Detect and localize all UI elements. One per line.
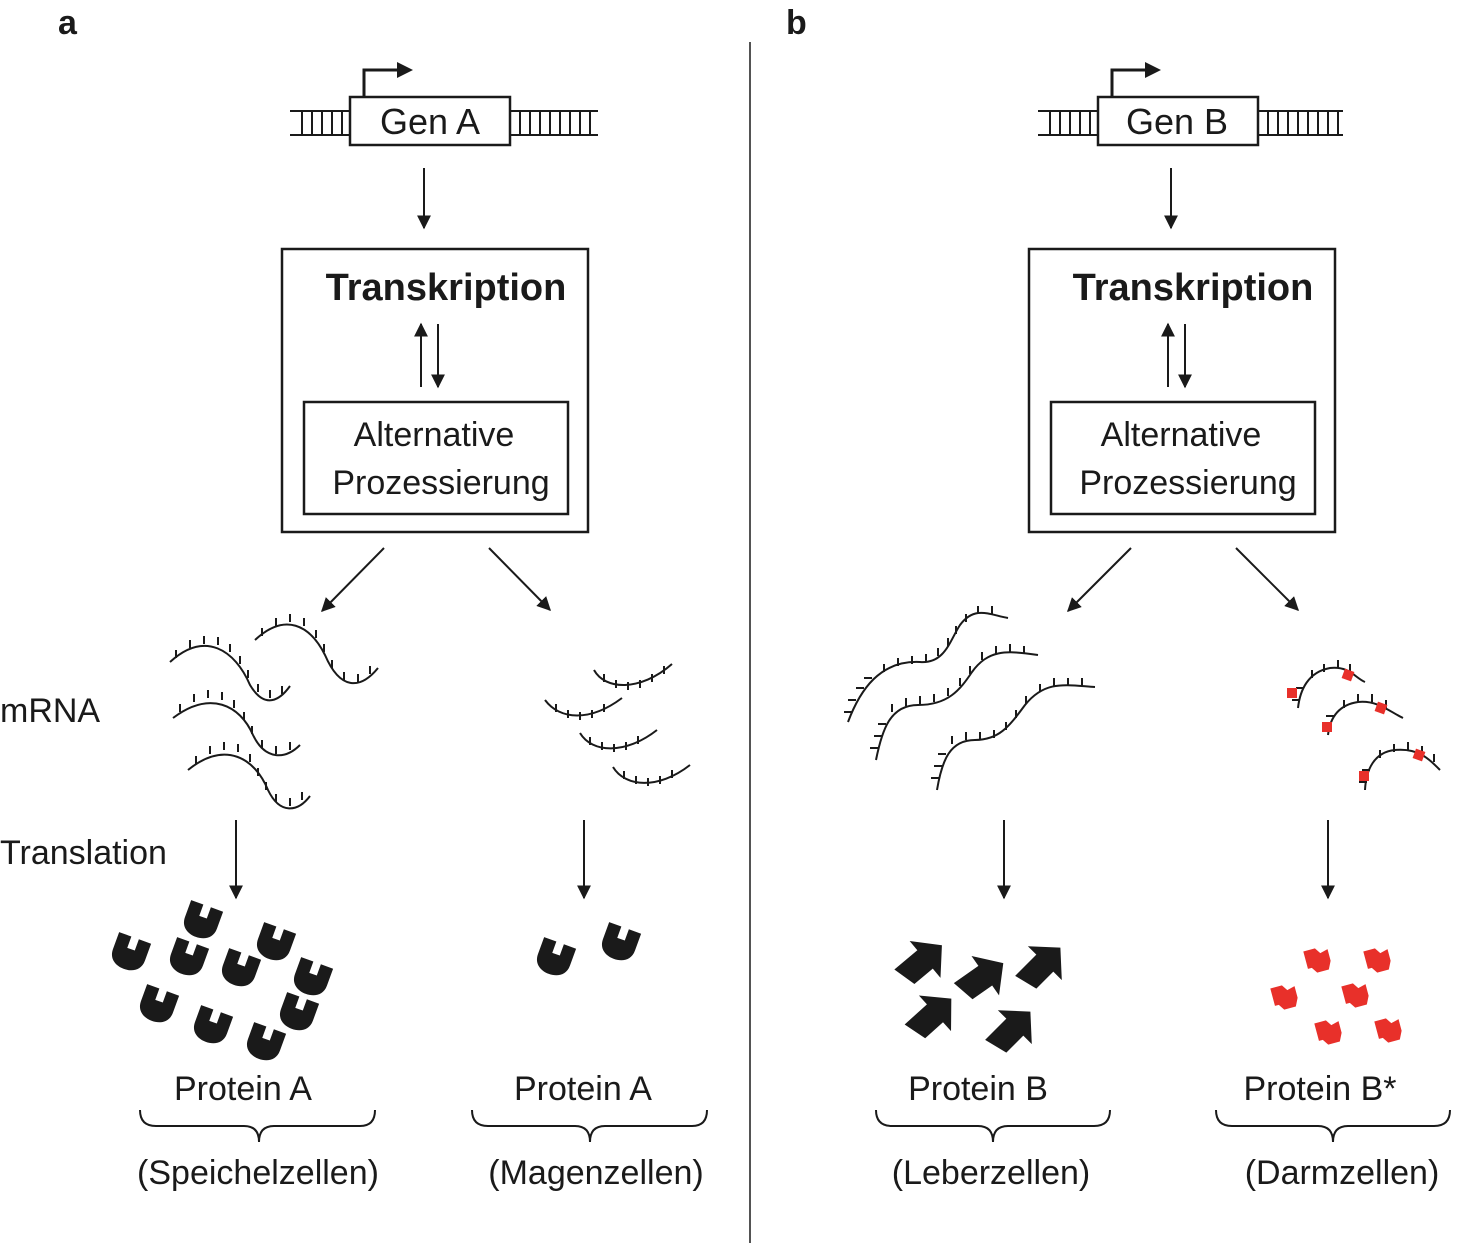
mrna-label: mRNA xyxy=(0,692,100,730)
arrow-diag-left-icon xyxy=(1067,547,1132,612)
modification-mark xyxy=(1322,722,1332,732)
modification-mark xyxy=(1359,771,1369,781)
protein-shapes-left xyxy=(112,900,334,1061)
gene-label: Gen A xyxy=(380,101,480,142)
panel-letter: b xyxy=(786,4,807,42)
mrna-group-left xyxy=(844,606,1096,791)
translation-label: Translation xyxy=(0,834,167,872)
arrow-diag-right-icon xyxy=(1235,547,1299,611)
cell-type-label-left: (Speichelzellen) xyxy=(137,1154,379,1192)
modification-mark xyxy=(1287,688,1297,698)
arrow-diag-left-icon xyxy=(321,547,385,612)
brace xyxy=(471,1109,708,1143)
promoter-arrow-icon xyxy=(362,68,398,96)
protein-label-right: Protein A xyxy=(514,1070,652,1108)
cell-type-label-left: (Leberzellen) xyxy=(892,1154,1090,1192)
processing-label-line2: Prozessierung xyxy=(332,464,549,502)
arrow-diag-right-icon xyxy=(488,547,551,611)
modification-mark xyxy=(1412,748,1426,762)
gene-label: Gen B xyxy=(1126,101,1228,142)
cell-type-label-right: (Magenzellen) xyxy=(488,1154,703,1192)
protein-shapes-right xyxy=(537,922,642,976)
brace xyxy=(1215,1109,1451,1143)
brace xyxy=(875,1109,1111,1143)
mrna-group-right xyxy=(1287,660,1441,791)
protein-label-right: Protein B* xyxy=(1243,1070,1396,1108)
processing-box xyxy=(1049,400,1317,516)
transcription-title: Transkription xyxy=(1073,267,1314,309)
panel-b: b Gen B Transkription Alternative Prozes… xyxy=(786,4,1451,1192)
protein-shapes-left xyxy=(894,941,1062,1053)
brace xyxy=(139,1109,376,1143)
processing-box xyxy=(302,400,570,516)
transcription-title: Transkription xyxy=(326,267,567,309)
gene-dna xyxy=(1038,62,1343,147)
gene-dna xyxy=(290,62,598,147)
processing-label-line1: Alternative xyxy=(1101,416,1262,454)
modification-mark xyxy=(1341,668,1355,682)
panel-a: a Gen A Transkription Alternative Prozes… xyxy=(58,4,708,1192)
processing-label-line2: Prozessierung xyxy=(1079,464,1296,502)
protein-label-left: Protein A xyxy=(174,1070,312,1108)
panel-letter: a xyxy=(58,4,78,42)
protein-shapes-right xyxy=(1270,948,1402,1045)
mrna-group-left xyxy=(169,614,379,810)
protein-label-left: Protein B xyxy=(908,1070,1048,1108)
mrna-group-right xyxy=(544,663,691,786)
modification-mark xyxy=(1374,701,1388,715)
cell-type-label-right: (Darmzellen) xyxy=(1245,1154,1440,1192)
processing-label-line1: Alternative xyxy=(354,416,515,454)
promoter-arrow-icon xyxy=(1110,68,1146,96)
